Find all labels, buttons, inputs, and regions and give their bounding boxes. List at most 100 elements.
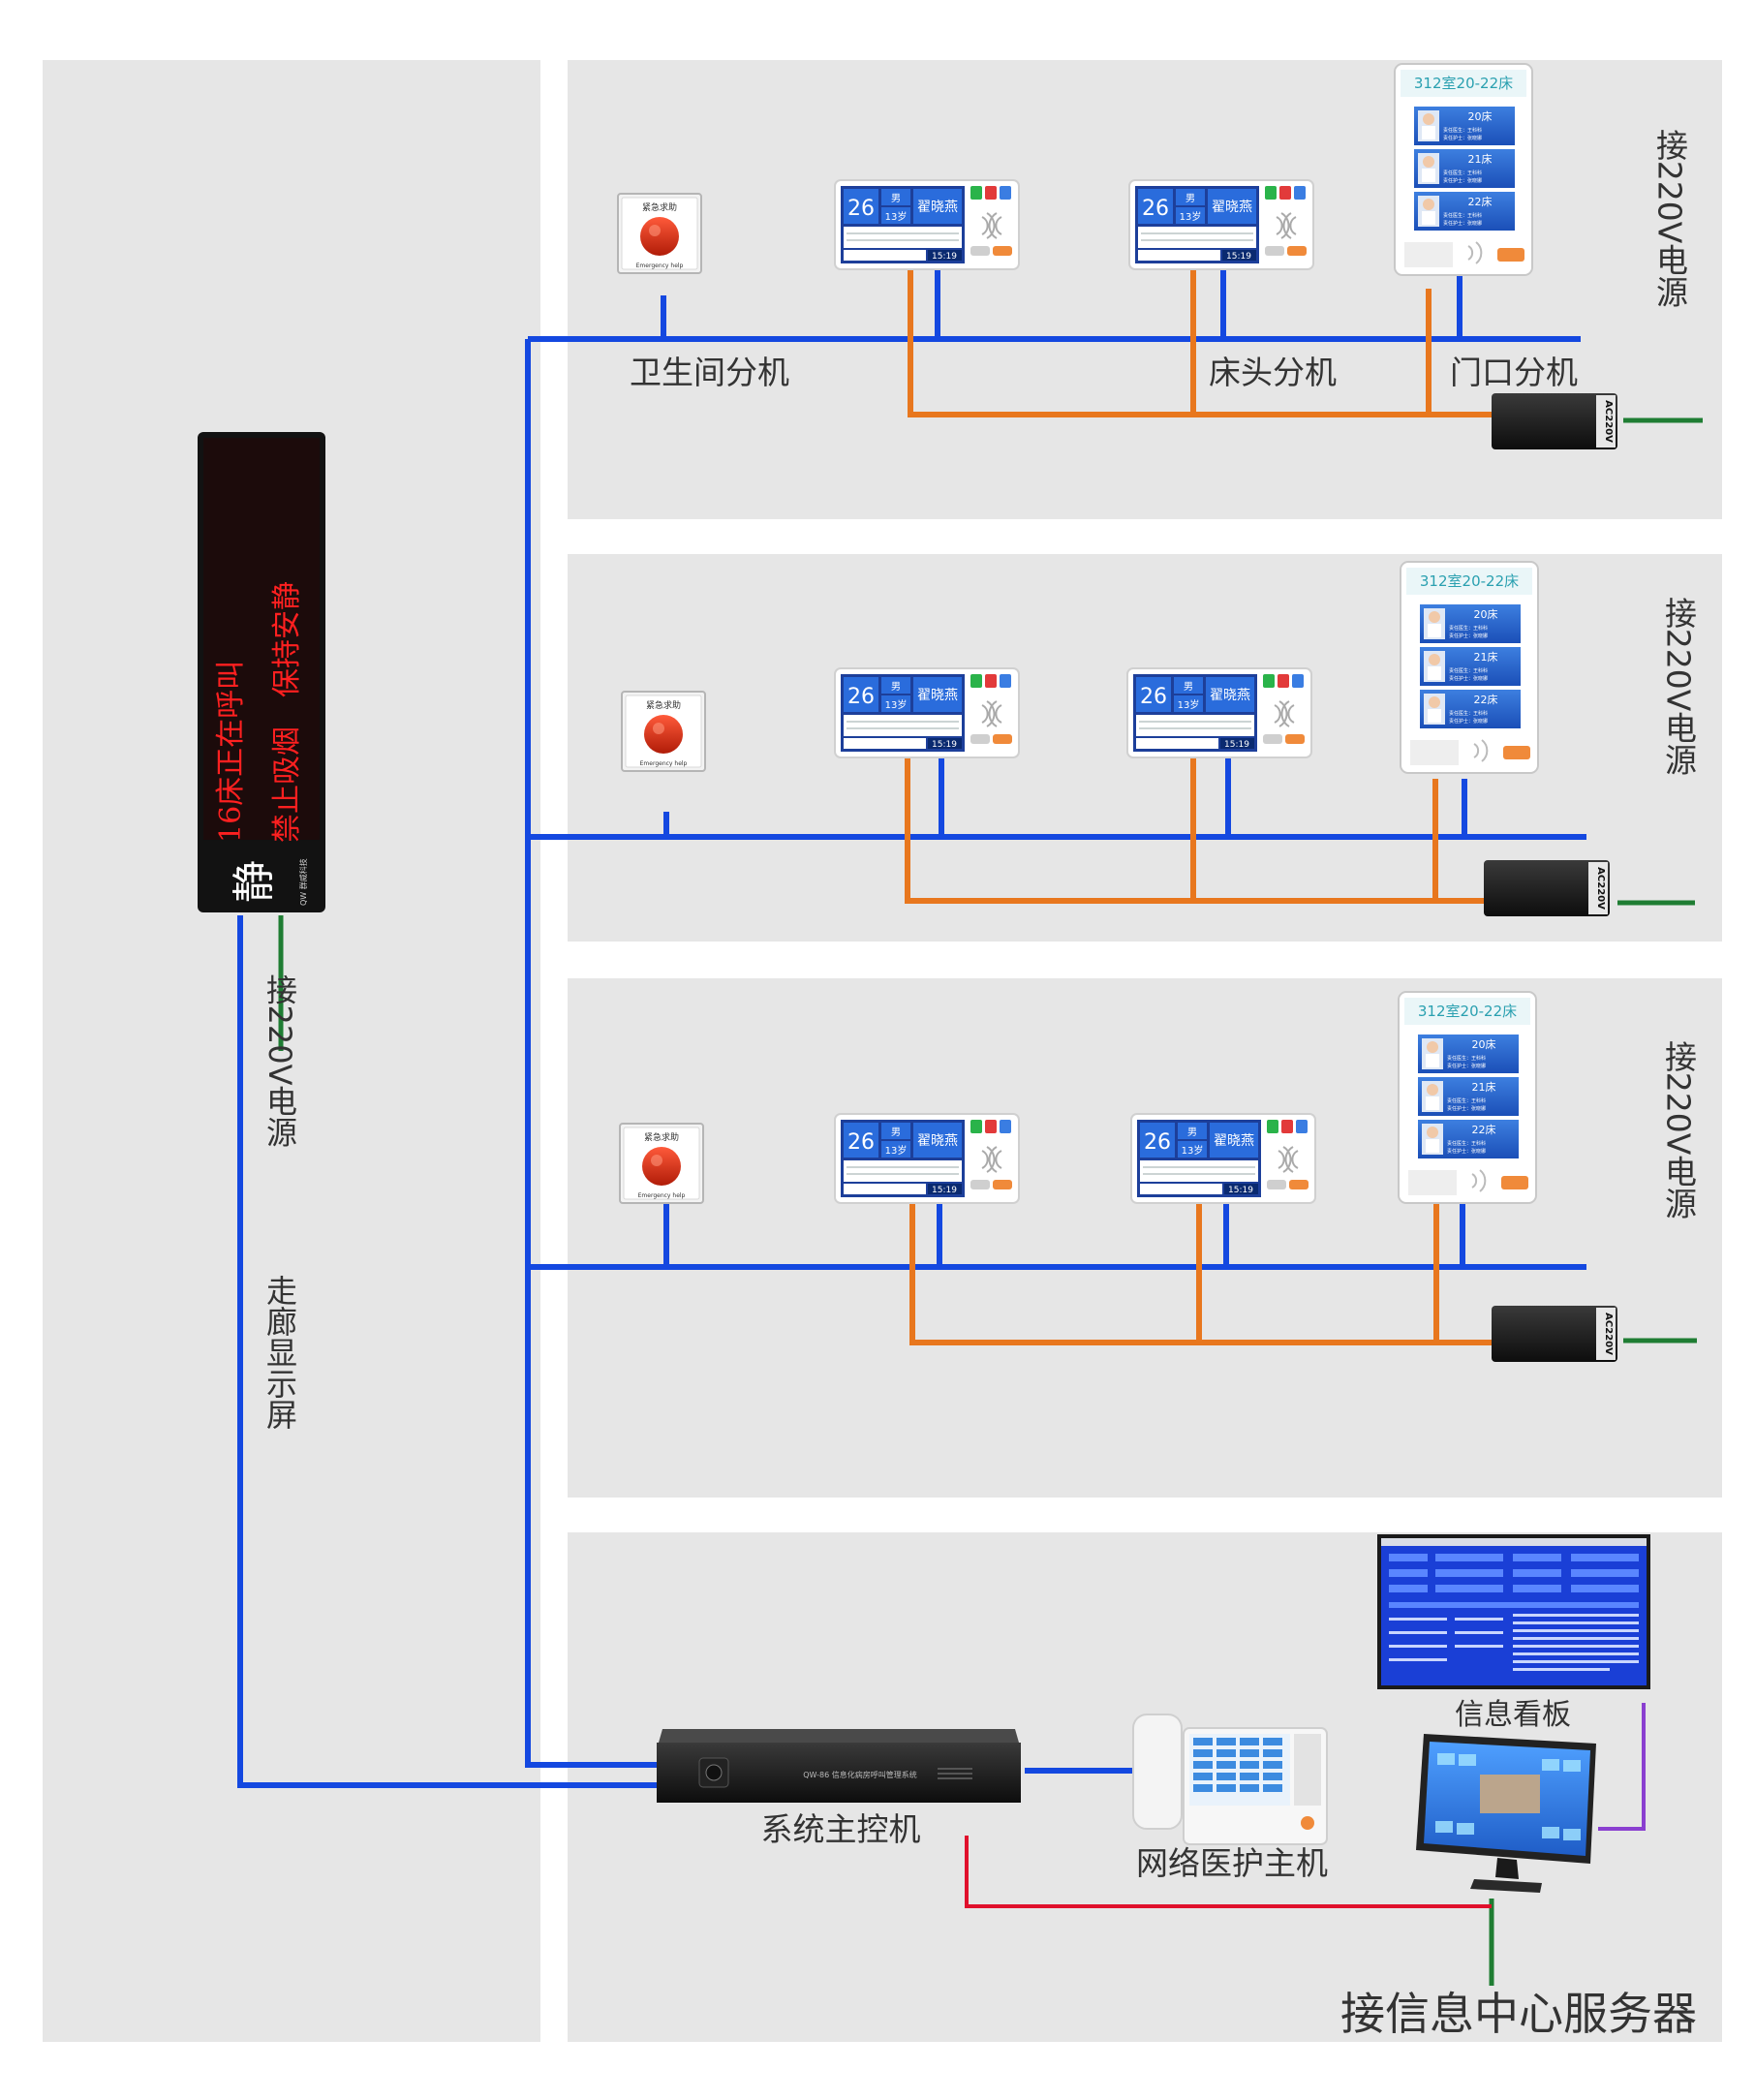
power-brick-2: AC220V [1484,860,1610,916]
svg-text:责任护士：张晓娜: 责任护士：张晓娜 [1443,220,1482,227]
svg-text:22床: 22床 [1468,195,1493,208]
svg-text:男: 男 [1184,681,1193,693]
svg-text:22床: 22床 [1472,1123,1496,1136]
svg-text:13岁: 13岁 [885,210,908,223]
bedside-unit-2b: 26 男 13岁 翟晓燕 15:19 [1126,667,1312,758]
label-info-board: 信息看板 [1455,1698,1571,1732]
svg-text:责任医生：王科科: 责任医生：王科科 [1449,625,1488,632]
label-server: 接信息中心服务器 [1340,1988,1697,2040]
ward-panel-3 [568,978,1722,1498]
label-power-2: 接220V电源 [1660,597,1698,776]
svg-text:责任护士：张晓娜: 责任护士：张晓娜 [1449,675,1488,682]
emergency-subtitle: Emergency help [636,262,684,269]
svg-text:20床: 20床 [1474,607,1498,621]
svg-text:20床: 20床 [1468,109,1493,123]
svg-text:Emergency help: Emergency help [640,760,688,767]
label-toilet-unit: 卫生间分机 [630,354,789,391]
svg-text:责任护士：张晓娜: 责任护士：张晓娜 [1443,135,1482,141]
info-board [1377,1534,1650,1689]
label-power-1: 接220V电源 [1651,129,1689,308]
led-quiet-char: 静 [230,860,279,903]
bedside-unit-3a: 26 男 13岁 翟晓燕 15:19 [834,1113,1020,1204]
label-nurse-host: 网络医护主机 [1136,1844,1328,1882]
bedside-unit-1b: 26 男 13岁 翟晓燕 15:19 [1128,179,1314,270]
svg-text:责任医生：王科科: 责任医生：王科科 [1443,212,1482,219]
svg-text:责任医生：王科科: 责任医生：王科科 [1449,667,1488,674]
svg-text:AC220V: AC220V [1603,400,1614,443]
svg-text:责任护士：张晓娜: 责任护士：张晓娜 [1449,633,1488,639]
svg-text:13岁: 13岁 [1182,1144,1204,1157]
main-controller: QW-86 信息化病房呼叫管理系统 [657,1729,1021,1803]
led-line2: 禁止吸烟 保持安静 [270,581,304,843]
emergency-button-2: 紧急求助 Emergency help [621,691,706,772]
ward-panel-1 [568,60,1722,519]
label-corridor-display: 走廊显示屏 [262,1275,298,1430]
door-panel-3: 312室20-22床 20床 21床 22床 责任医生：王科科 责任护士：张晓娜… [1398,991,1537,1204]
door-panel-2: 312室20-22床 20床 21床 22床 责任医生：王科科 责任护士：张晓娜… [1400,561,1539,774]
svg-text:26: 26 [847,197,875,221]
led-brand: QW 群威科技 [298,858,308,906]
svg-text:紧急求助: 紧急求助 [646,699,681,711]
bedside-unit-1a: 26 男 13岁 翟晓燕 15:19 [834,179,1020,270]
svg-text:责任护士：张晓娜: 责任护士：张晓娜 [1447,1148,1486,1155]
svg-text:翟晓燕: 翟晓燕 [917,200,958,215]
svg-text:男: 男 [891,193,901,204]
svg-text:22床: 22床 [1474,693,1498,706]
svg-text:翟晓燕: 翟晓燕 [1212,200,1252,215]
svg-text:26: 26 [1140,685,1167,709]
label-main-controller: 系统主控机 [761,1810,921,1848]
svg-text:翟晓燕: 翟晓燕 [917,1133,958,1149]
svg-text:Emergency help: Emergency help [638,1192,686,1199]
svg-text:13岁: 13岁 [885,1144,908,1157]
svg-text:男: 男 [1187,1127,1197,1138]
svg-text:责任医生：王科科: 责任医生：王科科 [1443,170,1482,176]
label-door-unit: 门口分机 [1450,354,1578,391]
power-brick-1: AC220V [1492,393,1617,449]
svg-text:13岁: 13岁 [1178,698,1200,711]
purple-wire [1598,1703,1646,1831]
svg-text:312室20-22床: 312室20-22床 [1420,572,1519,590]
svg-text:AC220V: AC220V [1603,1312,1614,1355]
svg-text:QW-86 信息化病房呼叫管理系统: QW-86 信息化病房呼叫管理系统 [803,1770,917,1779]
svg-text:13岁: 13岁 [1180,210,1202,223]
label-power-3: 接220V电源 [1660,1040,1698,1220]
label-power-corridor: 接220V电源 [262,974,298,1148]
svg-text:15:19: 15:19 [932,252,957,262]
svg-text:责任医生：王科科: 责任医生：王科科 [1447,1055,1486,1062]
power-wires [905,269,1499,1345]
led-line1: 16床正在呼叫 [214,661,248,843]
bus-wires [237,269,1586,1788]
red-wire [965,1836,1492,1908]
bedside-unit-3b: 26 男 13岁 翟晓燕 15:19 [1130,1113,1316,1204]
emergency-title: 紧急求助 [642,201,677,213]
svg-text:责任护士：张晓娜: 责任护士：张晓娜 [1447,1063,1486,1069]
svg-text:男: 男 [891,1127,901,1138]
svg-text:21床: 21床 [1474,650,1498,664]
svg-text:翟晓燕: 翟晓燕 [1214,1133,1254,1149]
svg-text:男: 男 [891,681,901,693]
svg-text:15:19: 15:19 [1224,740,1249,750]
svg-text:26: 26 [1144,1130,1171,1155]
svg-text:15:19: 15:19 [932,740,957,750]
workstation-monitor [1416,1734,1596,1893]
svg-text:责任医生：王科科: 责任医生：王科科 [1447,1140,1486,1147]
emergency-button-3: 紧急求助 Emergency help [619,1123,704,1204]
svg-text:20床: 20床 [1472,1037,1496,1051]
svg-text:紧急求助: 紧急求助 [644,1131,679,1143]
svg-text:翟晓燕: 翟晓燕 [917,688,958,703]
green-wires [278,417,1703,1986]
emergency-button-1: 紧急求助 Emergency help [617,193,702,274]
svg-text:13岁: 13岁 [885,698,908,711]
svg-text:责任医生：王科科: 责任医生：王科科 [1447,1097,1486,1104]
svg-text:15:19: 15:19 [1226,252,1251,262]
svg-text:责任护士：张晓娜: 责任护士：张晓娜 [1449,718,1488,725]
svg-text:15:19: 15:19 [1228,1186,1253,1195]
svg-text:责任医生：王科科: 责任医生：王科科 [1449,710,1488,717]
door-panel-1: 312室20-22床 20床 21床 22床 责任医生：王科科 责任护士：张晓娜… [1394,63,1533,276]
corridor-led-display: 16床正在呼叫 禁止吸烟 保持安静 静 QW 群威科技 [198,432,325,912]
svg-text:责任护士：张晓娜: 责任护士：张晓娜 [1443,177,1482,184]
label-bedside-unit: 床头分机 [1209,354,1337,391]
bedside-unit-2a: 26 男 13岁 翟晓燕 15:19 [834,667,1020,758]
svg-text:男: 男 [1185,193,1195,204]
left-panel [43,60,540,2042]
